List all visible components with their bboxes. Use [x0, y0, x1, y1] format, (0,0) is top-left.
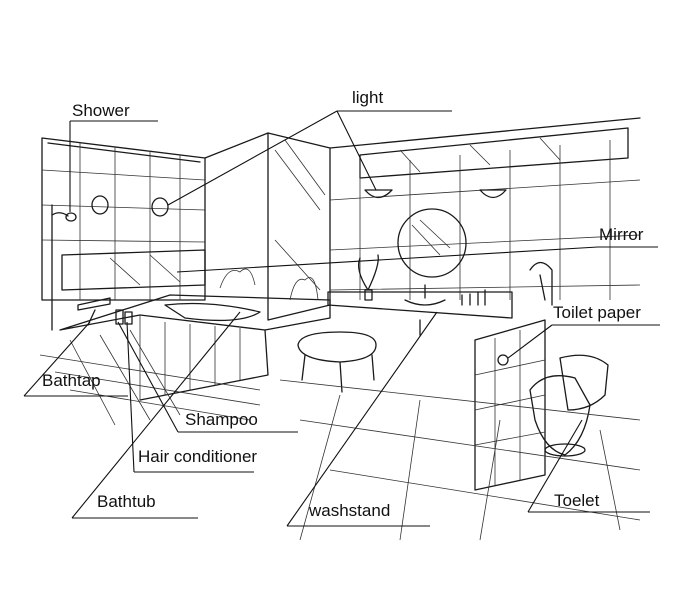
hair-conditioner-label: Hair conditioner	[138, 447, 257, 466]
light-label: light	[352, 88, 383, 107]
washstand-leader	[286, 311, 438, 527]
washstand-label: washstand	[308, 501, 390, 520]
shower-label: Shower	[72, 101, 130, 120]
toelet-leader	[527, 419, 650, 513]
glass-partition	[267, 132, 331, 321]
toilet-paper-leader	[507, 324, 660, 359]
leader-lines	[23, 110, 660, 527]
light-leader	[167, 110, 452, 206]
toelet-label: Toelet	[554, 491, 600, 510]
toilet-partition	[474, 319, 546, 491]
labels: Shower light Mirror Toilet paper Bathtap…	[42, 88, 644, 520]
mirror-label: Mirror	[599, 225, 644, 244]
toilet-paper-label: Toilet paper	[553, 303, 641, 322]
mirror-leader	[176, 246, 658, 273]
shower-icon	[51, 204, 77, 331]
light-icon	[91, 189, 507, 217]
shampoo-label: Shampoo	[185, 410, 258, 429]
hair-conditioner-leader	[126, 321, 254, 473]
plant-icon	[357, 254, 379, 301]
bathtub-leader	[71, 311, 241, 519]
plant-icon-3	[219, 268, 319, 301]
bathtap-label: Bathtap	[42, 371, 101, 390]
toilet-paper-icon	[497, 354, 509, 366]
back-wall	[204, 117, 641, 300]
mirror-icon	[397, 208, 467, 278]
high-window	[359, 127, 629, 179]
bathroom-illustration	[39, 117, 641, 541]
bathtub-icon	[59, 294, 331, 401]
toilet-icon	[529, 354, 609, 457]
bathtap-leader	[23, 321, 128, 397]
plant-icon-2	[529, 261, 553, 306]
left-wall	[41, 137, 206, 301]
washstand-icon	[327, 284, 513, 336]
bathtub-label: Bathtub	[97, 492, 156, 511]
shower-leader	[69, 120, 158, 212]
window	[61, 249, 206, 291]
